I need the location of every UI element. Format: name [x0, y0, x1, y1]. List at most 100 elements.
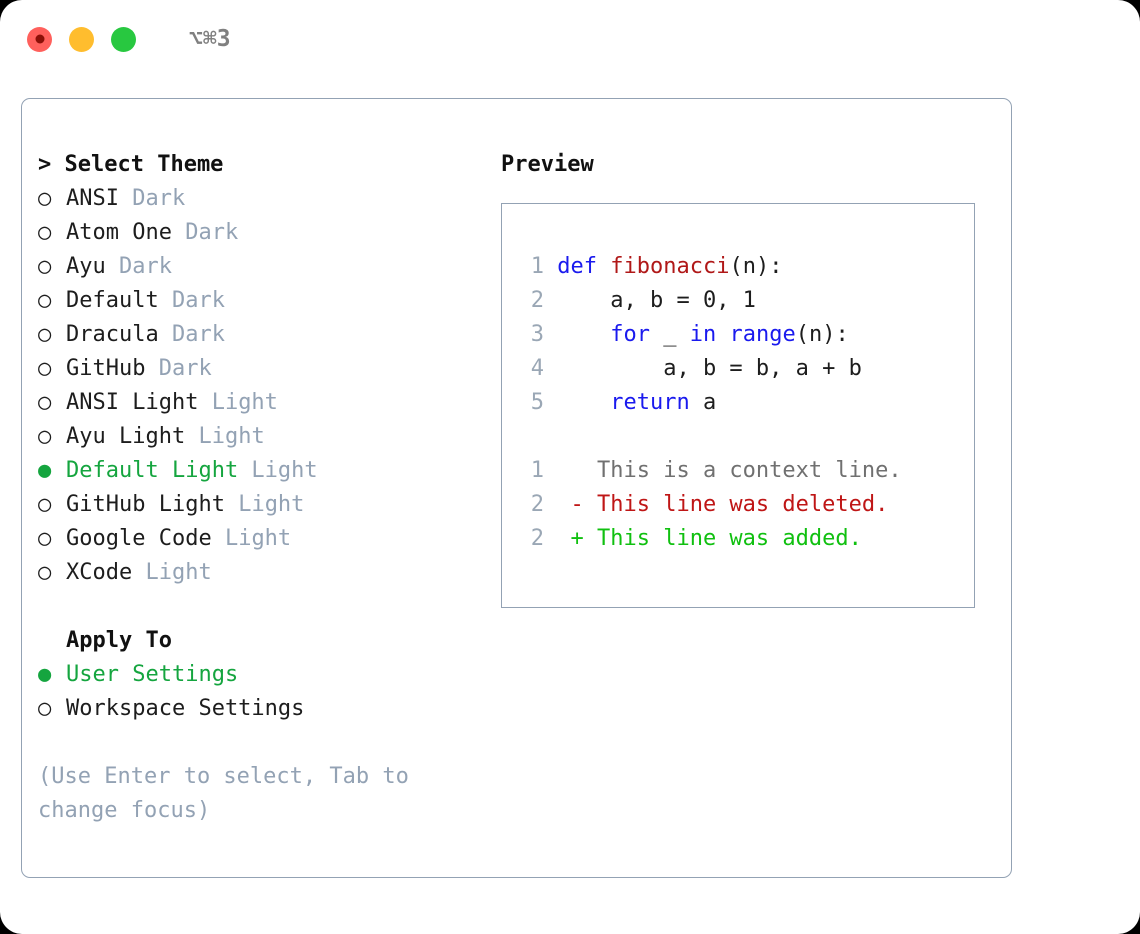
code-token: a, b = b, a + b [557, 356, 862, 381]
maximize-icon[interactable] [111, 26, 136, 52]
line-number: 1 [530, 254, 544, 279]
theme-option[interactable]: ○ ANSI Dark [38, 182, 478, 216]
code-token: range [729, 322, 796, 347]
apply-to-list[interactable]: ● User Settings ○ Workspace Settings [38, 658, 478, 726]
code-token: _ [649, 322, 690, 347]
theme-option-label: Google Code [66, 526, 212, 551]
theme-variant-label: Dark [118, 186, 186, 211]
radio-unselected-icon: ○ [38, 322, 52, 347]
main-panel: > Select Theme ○ANSI Dark○Atom One Dark○… [21, 98, 1012, 878]
code-token: fibonacci [610, 254, 730, 279]
code-gutter-space [544, 322, 557, 347]
diff-line: 2 + This line was added. [518, 522, 902, 556]
shortcut-label: ⌥⌘3 [189, 25, 231, 52]
theme-option[interactable]: ○XCode Light [38, 556, 478, 590]
code-token: return [610, 390, 690, 415]
code-token: a [689, 390, 717, 415]
theme-option[interactable]: ○Ayu Light Light [38, 420, 478, 454]
code-gutter-space [544, 356, 557, 381]
theme-variant-label: Light [224, 492, 305, 517]
theme-variant-label: Light [132, 560, 212, 585]
code-token: (n): [729, 254, 783, 279]
list-spacer [38, 590, 478, 624]
theme-variant-label: Dark [105, 254, 172, 279]
preview-column: Preview 1 def fibonacci(n):2 a, b = 0, 1… [501, 148, 991, 608]
diff-line-text: This is a context line. [544, 458, 902, 483]
diff-line-text: + This line was added. [544, 526, 862, 551]
code-token: a, b = 0, 1 [557, 288, 756, 313]
radio-unselected-icon: ○ [38, 356, 52, 381]
theme-option[interactable]: ○GitHub Dark [38, 352, 478, 386]
window-controls [27, 26, 136, 52]
apply-to-heading: Apply To [66, 628, 172, 653]
radio-unselected-icon: ○ [38, 560, 52, 585]
select-theme-heading: > Select Theme [38, 152, 224, 177]
code-gutter-space [544, 288, 557, 313]
minimize-icon[interactable] [69, 26, 94, 52]
theme-option-label: Default Light [66, 458, 239, 483]
theme-option-label: ANSI Light [66, 390, 199, 415]
theme-option[interactable]: ○ Dracula Dark [38, 318, 478, 352]
diff-line: 1 This is a context line. [518, 454, 902, 488]
theme-option-label: Default [66, 288, 159, 313]
radio-unselected-icon: ○ [38, 390, 52, 415]
radio-selected-icon: ● [38, 458, 52, 483]
code-blank-line [518, 420, 902, 454]
theme-variant-label: Dark [158, 322, 225, 347]
radio-unselected-icon: ○ [38, 526, 52, 551]
preview-title: Preview [501, 152, 594, 177]
apply-to-option[interactable]: ○ Workspace Settings [38, 692, 478, 726]
code-gutter-space [544, 254, 557, 279]
radio-unselected-icon: ○ [38, 186, 52, 211]
code-line: 4 a, b = b, a + b [518, 352, 902, 386]
theme-option-label: Ayu [66, 254, 106, 279]
theme-picker-column: > Select Theme ○ANSI Dark○Atom One Dark○… [38, 148, 478, 828]
code-token [557, 322, 610, 347]
code-token: (n): [795, 322, 849, 347]
close-icon[interactable] [27, 26, 52, 52]
theme-list[interactable]: ○ ANSI Dark ○ Atom One Dark ○ Ayu Dark ○ Defaul… [38, 182, 478, 590]
apply-to-option[interactable]: ● User Settings [38, 658, 478, 692]
apply-to-option-label: Workspace Settings [66, 696, 305, 721]
code-line: 3 for _ in range(n): [518, 318, 902, 352]
line-number: 2 [530, 526, 544, 551]
code-gutter-space [544, 390, 557, 415]
line-number: 2 [530, 288, 544, 313]
theme-variant-label: Dark [158, 288, 225, 313]
apply-to-option-label: User Settings [66, 662, 239, 687]
theme-option[interactable]: ○ GitHub Light Light [38, 488, 478, 522]
theme-option[interactable]: ○ Ayu Dark [38, 250, 478, 284]
theme-option-label: Atom One [66, 220, 172, 245]
radio-unselected-icon: ○ [38, 696, 52, 721]
theme-option[interactable]: ○ Google Code Light [38, 522, 478, 556]
theme-option[interactable]: ● Default Light Light [38, 454, 478, 488]
diff-line-text: - This line was deleted. [544, 492, 889, 517]
theme-option-label: Dracula [66, 322, 159, 347]
diff-line: 2 - This line was deleted. [518, 488, 902, 522]
code-token: in [689, 322, 730, 347]
code-line: 1 def fibonacci(n): [518, 250, 902, 284]
theme-option[interactable]: ○ANSI Light Light [38, 386, 478, 420]
code-line: 2 a, b = 0, 1 [518, 284, 902, 318]
theme-variant-label: Light [238, 458, 318, 483]
radio-unselected-icon: ○ [38, 254, 52, 279]
radio-unselected-icon: ○ [38, 288, 52, 313]
code-token: def [557, 254, 611, 279]
radio-unselected-icon: ○ [38, 424, 52, 449]
theme-variant-label: Dark [171, 220, 239, 245]
theme-option-label: ANSI [66, 186, 119, 211]
radio-unselected-icon: ○ [38, 492, 52, 517]
theme-option[interactable]: ○ Atom One Dark [38, 216, 478, 250]
line-number: 4 [530, 356, 544, 381]
radio-selected-icon: ● [38, 662, 52, 687]
theme-option-label: GitHub Light [66, 492, 225, 517]
code-token [557, 390, 610, 415]
theme-variant-label: Light [211, 526, 292, 551]
line-number: 3 [530, 322, 544, 347]
radio-unselected-icon: ○ [38, 220, 52, 245]
line-number: 1 [530, 458, 544, 483]
theme-option[interactable]: ○ Default Dark [38, 284, 478, 318]
theme-option-label: GitHub [66, 356, 146, 381]
